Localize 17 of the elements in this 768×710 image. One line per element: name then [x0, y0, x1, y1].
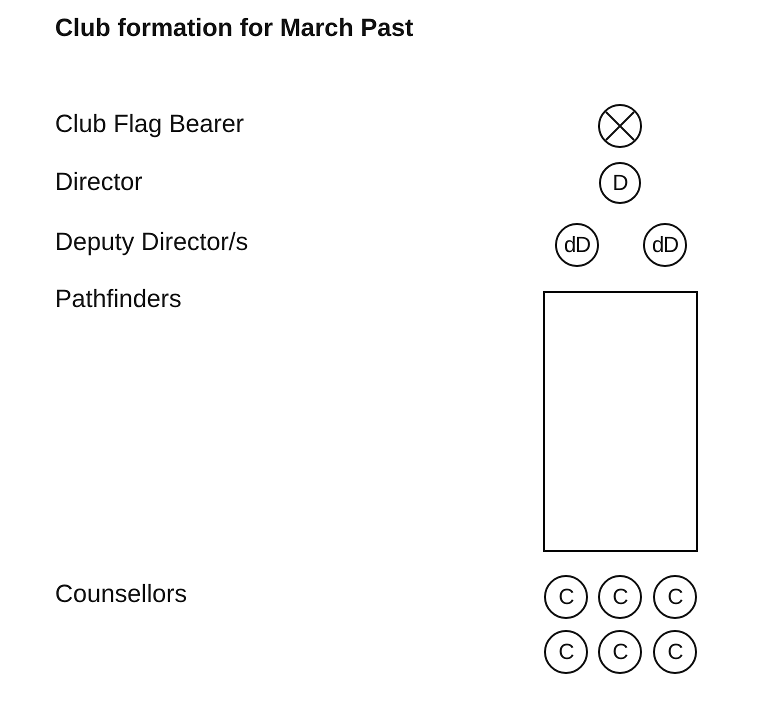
letter-circle: C [544, 575, 588, 619]
row-label: Deputy Director/s [55, 228, 248, 257]
diagram-title: Club formation for March Past [55, 14, 414, 43]
crossed-circle [598, 104, 642, 148]
letter-circle: C [598, 575, 642, 619]
row-label: Pathfinders [55, 285, 182, 314]
letter-circle: C [653, 575, 697, 619]
row-label: Counsellors [55, 580, 188, 609]
row-label: Club Flag Bearer [55, 110, 244, 139]
letter-circle: dD [555, 223, 599, 267]
letter-circle: D [599, 162, 641, 204]
letter-circle: dD [643, 223, 687, 267]
letter-circle: C [598, 630, 642, 674]
row-label: Director [55, 168, 143, 197]
letter-circle: C [653, 630, 697, 674]
letter-circle: C [544, 630, 588, 674]
formation-rectangle [542, 290, 698, 552]
